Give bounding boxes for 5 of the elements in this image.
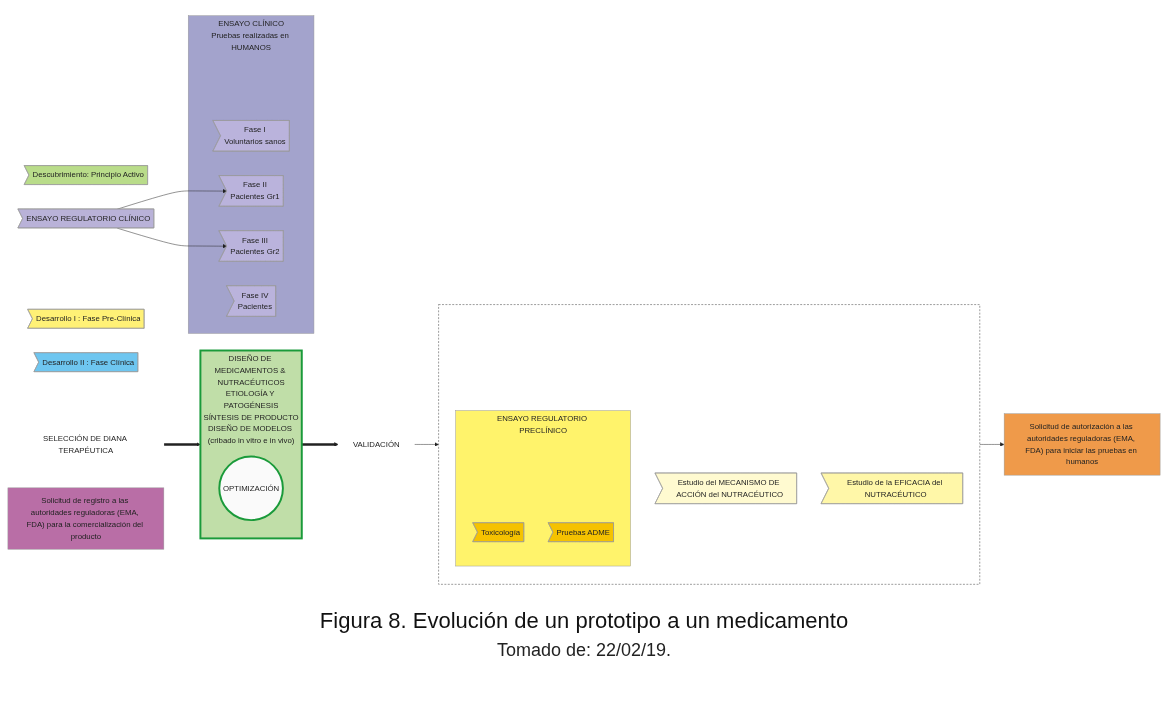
arrow bbox=[301, 442, 339, 447]
arrow bbox=[163, 442, 201, 447]
cluster bbox=[438, 304, 981, 585]
source-note: Tomado de: 22/02/19. bbox=[496, 640, 672, 661]
figure-caption: Figura 8. Evolución de un prototipo a un medicamento bbox=[319, 608, 849, 634]
